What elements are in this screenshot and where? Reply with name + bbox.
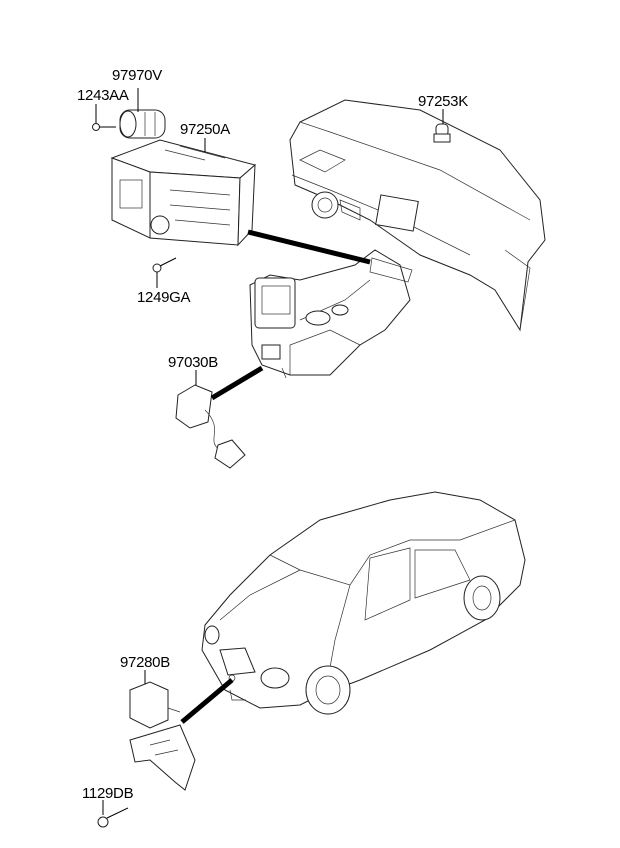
bolt-1129DB xyxy=(97,807,129,828)
car-illustration xyxy=(201,491,526,715)
wiring-harness-front xyxy=(180,678,234,724)
label-1129DB: 1129DB xyxy=(82,785,134,802)
ambient-sensor-illustration xyxy=(129,681,196,791)
screw-1243AA xyxy=(92,123,116,131)
label-97970V: 97970V xyxy=(112,67,162,84)
label-1249GA: 1249GA xyxy=(137,289,191,306)
label-97280B: 97280B xyxy=(120,654,170,671)
label-97250A: 97250A xyxy=(180,121,230,138)
label-1243AA: 1243AA xyxy=(77,87,129,104)
label-97253K: 97253K xyxy=(418,93,468,110)
actuator-illustration xyxy=(119,109,166,139)
wiring-harness-console xyxy=(210,365,264,401)
center-console-illustration xyxy=(249,249,411,379)
wiring-harness-dash xyxy=(247,229,371,265)
photo-sensor-illustration xyxy=(433,123,451,143)
leader-lines xyxy=(95,88,444,815)
connector-dash xyxy=(369,257,413,283)
dashboard-illustration xyxy=(289,99,546,332)
label-97030B: 97030B xyxy=(168,354,218,371)
switch-assembly-illustration xyxy=(175,384,246,469)
heater-control-unit-illustration xyxy=(110,139,257,247)
screw-1249GA xyxy=(152,257,177,273)
